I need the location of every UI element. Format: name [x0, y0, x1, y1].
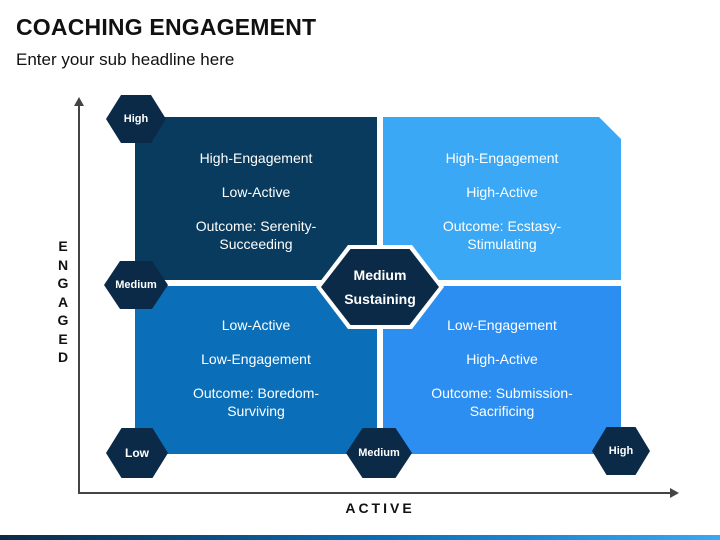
- y-axis-letter: A: [57, 293, 69, 310]
- quadrant-line: Succeeding: [219, 236, 293, 252]
- x-level-medium-label: Medium: [358, 447, 400, 459]
- y-axis-letter: N: [57, 256, 69, 273]
- y-axis-letter: D: [57, 349, 69, 365]
- y-axis-line: [78, 104, 80, 494]
- quadrant-line: Low-Active: [221, 184, 291, 200]
- y-level-low-label: Low: [125, 446, 149, 460]
- y-level-high-hexagon: High: [106, 95, 166, 143]
- y-axis-label: E N G A G E D: [56, 237, 70, 367]
- quadrant-line: Stimulating: [467, 236, 537, 252]
- quadrant-line: Outcome: Boredom-: [192, 385, 320, 401]
- quadrant-line: High-Engagement: [199, 150, 313, 166]
- quadrant-top-left: High-Engagement Low-Active Outcome: Sere…: [135, 117, 377, 280]
- quadrant-line: Outcome: Submission-: [431, 385, 573, 401]
- x-level-medium-hexagon: Medium: [346, 428, 412, 478]
- bottom-accent-bar: [0, 535, 720, 540]
- center-label-sustaining: Sustaining: [344, 291, 416, 307]
- y-level-low-hexagon: Low: [106, 428, 168, 478]
- quadrant-line: High-Active: [466, 351, 538, 367]
- y-axis-letter: E: [58, 238, 68, 254]
- quadrant-line: Outcome: Serenity-: [195, 218, 317, 234]
- quadrant-line: Outcome: Ecstasy-: [442, 218, 562, 234]
- quadrant-line: High-Engagement: [445, 150, 559, 166]
- x-level-high-label: High: [608, 445, 634, 457]
- quadrant-line: Low-Engagement: [447, 317, 557, 333]
- x-axis-line: [78, 492, 672, 494]
- page-subtitle: Enter your sub headline here: [16, 50, 235, 69]
- quadrant-top-right: High-Engagement High-Active Outcome: Ecs…: [383, 117, 621, 280]
- quadrant-line: Low-Engagement: [201, 351, 311, 367]
- y-level-medium-label: Medium: [115, 279, 157, 291]
- quadrant-line: High-Active: [466, 184, 538, 200]
- x-level-high-hexagon: High: [592, 427, 650, 475]
- page-title: COACHING ENGAGEMENT: [16, 14, 317, 40]
- x-axis-arrow-icon: [670, 488, 679, 498]
- x-axis-label: ACTIVE: [345, 500, 415, 516]
- y-axis-arrow-icon: [74, 97, 84, 106]
- quadrant-line: Low-Active: [221, 317, 291, 333]
- quadrant-line: Sacrificing: [469, 403, 535, 419]
- y-axis-letter: G: [57, 312, 69, 328]
- center-label-medium: Medium: [353, 267, 407, 283]
- quadrant-line: Surviving: [227, 403, 285, 419]
- y-level-high-label: High: [123, 113, 149, 125]
- y-axis-letter: E: [58, 330, 68, 347]
- y-axis-letter: G: [57, 275, 69, 291]
